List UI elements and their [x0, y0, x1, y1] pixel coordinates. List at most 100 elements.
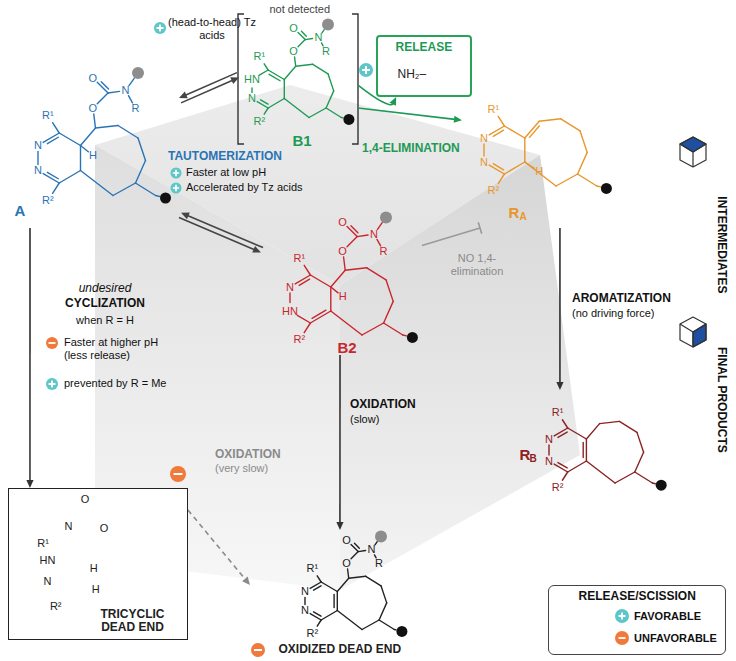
bond — [483, 144, 484, 156]
bond — [556, 174, 578, 186]
arrow-line — [559, 228, 561, 383]
bond — [331, 287, 338, 293]
atom-label: R — [322, 45, 330, 58]
minus-icon — [46, 337, 58, 349]
atom-label: H — [339, 290, 347, 303]
arrowhead — [179, 92, 188, 99]
atom-label: N — [370, 228, 378, 241]
double-bond — [314, 612, 321, 616]
bond — [264, 64, 268, 70]
edge-label: NO 1,4-elimination — [432, 252, 522, 277]
bond — [394, 629, 396, 631]
cube-edge — [680, 324, 706, 347]
atom-label: N — [545, 433, 553, 446]
atom-label: R¹ — [552, 406, 564, 419]
swatch-sign — [615, 609, 629, 623]
release-box: RELEASENH₂– — [376, 35, 472, 97]
double-bond — [101, 82, 108, 89]
bond — [284, 99, 309, 118]
bond — [321, 611, 337, 621]
bond — [59, 171, 80, 184]
arrow-line — [179, 217, 255, 249]
atom-label: N — [301, 604, 309, 617]
atom-label: N — [248, 92, 256, 105]
bond — [347, 226, 357, 236]
bond — [330, 287, 331, 311]
bond — [81, 171, 114, 196]
reaction-arrow — [26, 228, 33, 488]
bond — [384, 301, 394, 323]
bond — [351, 552, 358, 559]
double-bond — [493, 164, 503, 170]
double-bond — [558, 432, 567, 437]
cube-icon — [680, 317, 706, 347]
arrowhead — [336, 522, 343, 530]
annotation: RELEASE/SCISSION — [579, 590, 696, 604]
atom-label: O — [342, 557, 351, 570]
bond — [362, 620, 379, 630]
atom-label: HN — [282, 305, 298, 318]
atom-label: R¹ — [254, 50, 266, 63]
bond — [568, 461, 587, 472]
bond — [525, 162, 534, 168]
bond — [357, 235, 368, 237]
annotation: Faster at low pH — [186, 166, 266, 179]
icon-disc — [171, 183, 182, 194]
atom-label: R² — [294, 333, 306, 346]
arrowhead — [242, 577, 250, 585]
bond — [504, 126, 524, 138]
bond — [309, 108, 326, 118]
atom-label: N — [286, 281, 294, 294]
double-bond — [583, 443, 584, 458]
bond — [328, 74, 334, 91]
cube-outline — [680, 317, 706, 347]
double-bond — [351, 226, 358, 233]
arrowhead — [454, 116, 462, 123]
bond — [384, 323, 403, 335]
bond — [568, 428, 587, 439]
bond — [367, 268, 386, 280]
bond — [498, 116, 504, 126]
payload-dot — [380, 211, 392, 223]
bond — [298, 40, 305, 47]
linker-dot — [396, 626, 407, 637]
double-bond — [269, 74, 280, 80]
reaction-arrow — [179, 213, 263, 253]
payload-dot — [375, 530, 387, 542]
bond — [96, 126, 119, 129]
bond — [331, 270, 345, 287]
annotation: Accelerated by Tz acids — [186, 181, 303, 194]
molecule-a: ONROR¹NNHR²A — [8, 58, 180, 228]
compound-label: R — [509, 204, 520, 221]
bond — [118, 126, 138, 139]
cube-edge — [680, 144, 706, 167]
bond — [295, 57, 296, 66]
atom-label: R — [132, 102, 140, 115]
compound-subscript: A — [520, 211, 527, 223]
bond — [381, 586, 387, 603]
reaction-arrow — [422, 222, 482, 245]
cube-outline — [680, 137, 706, 167]
bond — [344, 257, 346, 270]
atom-label: R² — [307, 627, 319, 640]
bond — [251, 88, 252, 93]
atom-label: R¹ — [488, 103, 500, 116]
bond — [525, 162, 556, 186]
linker-dot — [160, 193, 171, 204]
legend-text: FAVORABLE — [634, 610, 701, 623]
bond — [296, 64, 313, 66]
icon-sign — [254, 649, 262, 651]
bond — [326, 91, 334, 108]
bond — [348, 569, 349, 578]
molecule-oxidized: ONROR¹NNR²OXIDIZED DEAD END — [250, 530, 425, 658]
double-bond — [47, 172, 58, 178]
bond — [341, 117, 343, 119]
reaction-arrow — [179, 73, 239, 103]
bond — [108, 91, 120, 93]
double-bond — [312, 310, 326, 318]
atom-label: R² — [254, 115, 266, 128]
atom-label: H — [92, 583, 100, 596]
bond — [53, 123, 60, 133]
icon-disc — [251, 643, 265, 657]
